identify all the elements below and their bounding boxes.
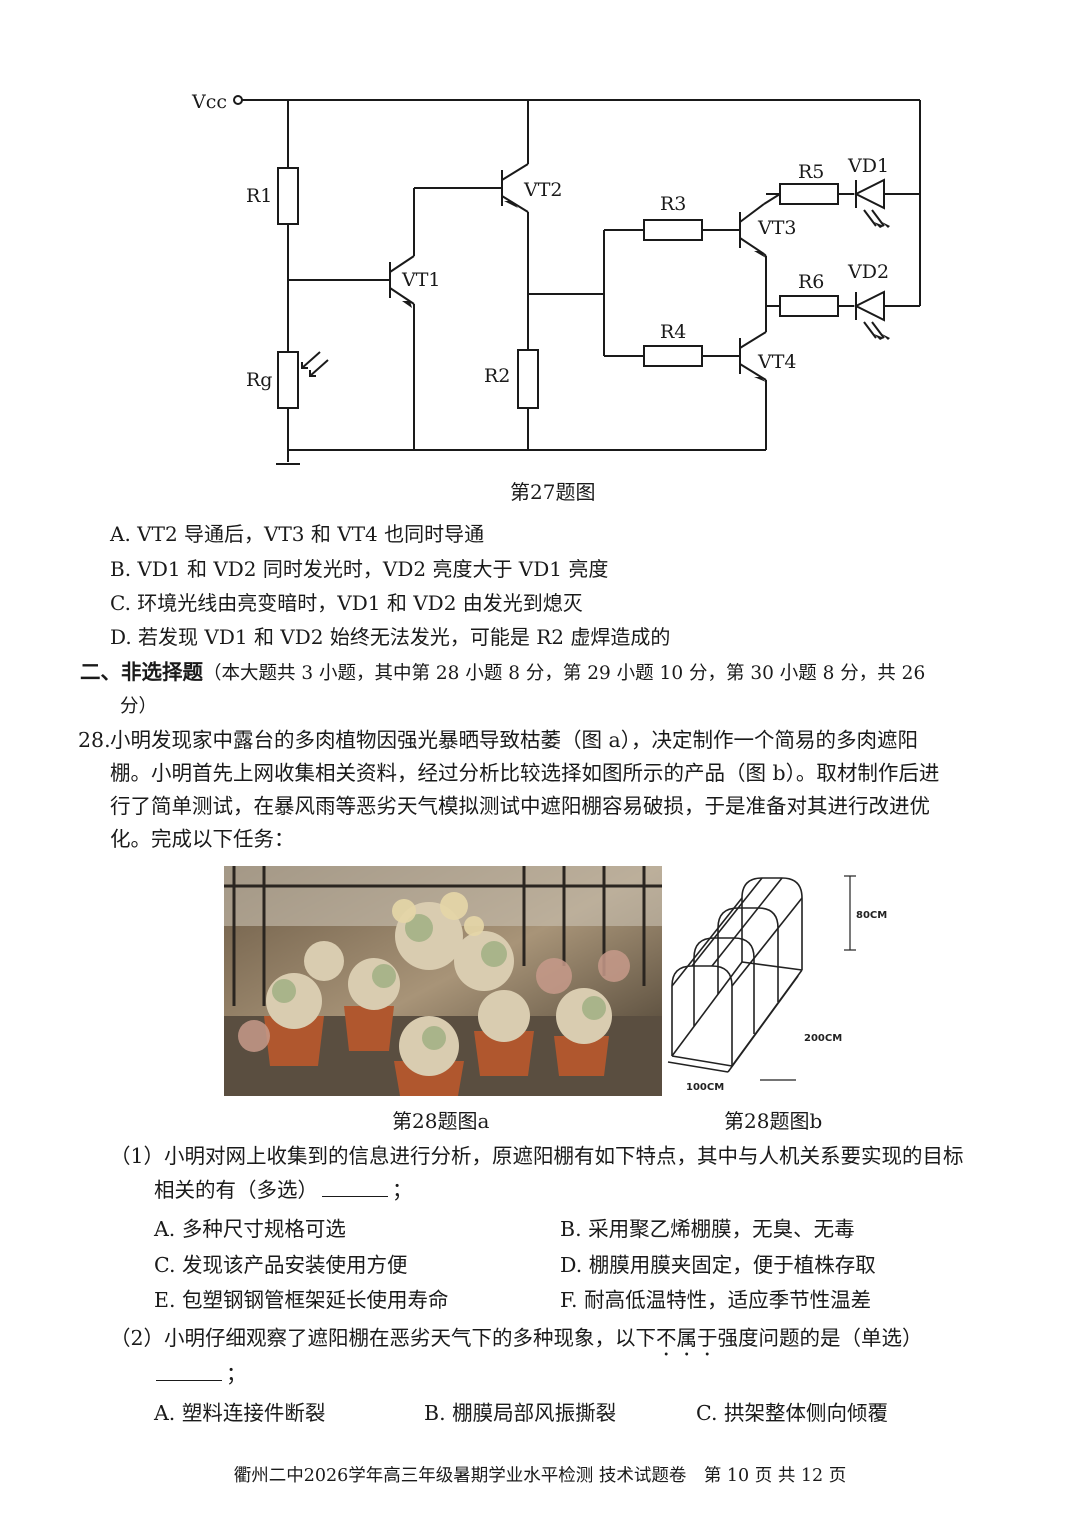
figure-27-caption: 第27题图 — [510, 480, 596, 504]
q28-sub2-option-a: A. 塑料连接件断裂 — [154, 1401, 326, 1425]
q28-stem-line-3: 行了简单测试，在暴风雨等恶劣天气模拟测试中遮阳棚容易破损，于是准备对其进行改进优 — [110, 794, 930, 818]
dimension-width: 100CM — [686, 1082, 724, 1093]
label-r4: R4 — [660, 321, 686, 343]
label-r3: R3 — [660, 193, 686, 215]
figure-28b-caption: 第28题图b — [724, 1109, 823, 1133]
q27-option-d: D. 若发现 VD1 和 VD2 始终无法发光，可能是 R2 虚焊造成的 — [110, 625, 671, 649]
label-vd2: VD2 — [847, 261, 889, 283]
q28-sub1-prompt: 相关的有（多选） — [154, 1178, 318, 1202]
label-r6: R6 — [798, 271, 824, 293]
q28-sub1-line-2: 相关的有（多选） ； — [154, 1174, 413, 1207]
q27-option-b: B. VD1 和 VD2 同时发光时，VD2 亮度大于 VD1 亮度 — [110, 557, 609, 581]
section-2-note: （本大题共 3 小题，其中第 28 小题 8 分，第 29 小题 10 分，第 … — [203, 663, 926, 684]
dimension-height: 80CM — [856, 910, 887, 921]
q28-sub1-option-b: B. 采用聚乙烯棚膜，无臭、无毒 — [560, 1217, 855, 1241]
q28-sub1-option-e: E. 包塑钢钢管框架延长使用寿命 — [154, 1288, 449, 1312]
label-rg: Rg — [246, 369, 272, 391]
q28-sub2-option-c: C. 拱架整体侧向倾覆 — [696, 1401, 888, 1425]
section-2-heading: 二、非选择题（本大题共 3 小题，其中第 28 小题 8 分，第 29 小题 1… — [80, 656, 925, 690]
q28-sub1-line-1: （1）小明对网上收集到的信息进行分析，原遮阳棚有如下特点，其中与人机关系要实现的… — [110, 1144, 964, 1168]
q28-sub1-option-c: C. 发现该产品安装使用方便 — [154, 1253, 408, 1277]
page-footer: 衢州二中2026学年高三年级暑期学业水平检测 技术试题卷 第 10 页 共 12… — [233, 1466, 847, 1486]
answer-blank-1[interactable] — [322, 1178, 388, 1197]
shade-frame-drawing: 80CM 200CM 100CM — [667, 875, 887, 1093]
q28-sub2-option-b: B. 棚膜局部风振撕裂 — [424, 1401, 617, 1425]
figure-28a-caption: 第28题图a — [392, 1109, 490, 1133]
label-vt4: VT4 — [757, 351, 796, 373]
label-r1: R1 — [246, 185, 272, 207]
q28-stem-line-2: 棚。小明首先上网收集相关资料，经过分析比较选择如图所示的产品（图 b）。取材制作… — [110, 761, 940, 785]
q28-sub2-end: ； — [226, 1362, 247, 1386]
section-2-note-cont: 分） — [120, 696, 158, 717]
label-r2: R2 — [484, 365, 510, 387]
q28-stem-line-1: 小明发现家中露台的多肉植物因强光暴晒导致枯萎（图 a），决定制作一个简易的多肉遮… — [110, 728, 918, 752]
q27-option-c: C. 环境光线由亮变暗时，VD1 和 VD2 由发光到熄灭 — [110, 591, 583, 615]
q28-sub1-option-d: D. 棚膜用膜夹固定，便于植株存取 — [560, 1253, 876, 1277]
q28-sub2-line-1: （2）小明仔细观察了遮阳棚在恶劣天气下的多种现象，以下不属于强度问题的是（单选） — [110, 1322, 923, 1361]
q28-stem-line-4: 化。完成以下任务： — [110, 827, 295, 851]
q28-sub2-line-2: ； — [152, 1358, 247, 1391]
label-vcc: Vcc — [191, 91, 227, 113]
label-r5: R5 — [798, 161, 824, 183]
answer-blank-2[interactable] — [156, 1362, 222, 1381]
label-vt3: VT3 — [757, 217, 796, 239]
q28-sub2-emphasis: 不属于 — [656, 1326, 718, 1350]
q28-number: 28. — [78, 728, 111, 752]
q28-sub2-prompt-end: 强度问题的是（单选） — [717, 1326, 923, 1350]
q28-sub2-prompt: （2）小明仔细观察了遮阳棚在恶劣天气下的多种现象，以下 — [110, 1326, 657, 1350]
q28-sub1-end: ； — [392, 1178, 413, 1202]
label-vt2: VT2 — [523, 179, 562, 201]
q28-sub1-option-a: A. 多种尺寸规格可选 — [154, 1217, 346, 1241]
circuit-diagram: Vcc R1 Rg VT1 VT2 R2 R3 R4 VT3 VT4 R5 R6… — [191, 91, 921, 465]
section-2-title: 二、非选择题 — [80, 660, 203, 684]
q28-sub1-option-f: F. 耐高低温特性，适应季节性温差 — [560, 1288, 872, 1312]
dimension-length: 200CM — [804, 1033, 842, 1044]
label-vd1: VD1 — [847, 155, 889, 177]
succulent-photo — [224, 866, 662, 1096]
q27-option-a: A. VT2 导通后，VT3 和 VT4 也同时导通 — [110, 522, 485, 546]
label-vt1: VT1 — [401, 269, 440, 291]
